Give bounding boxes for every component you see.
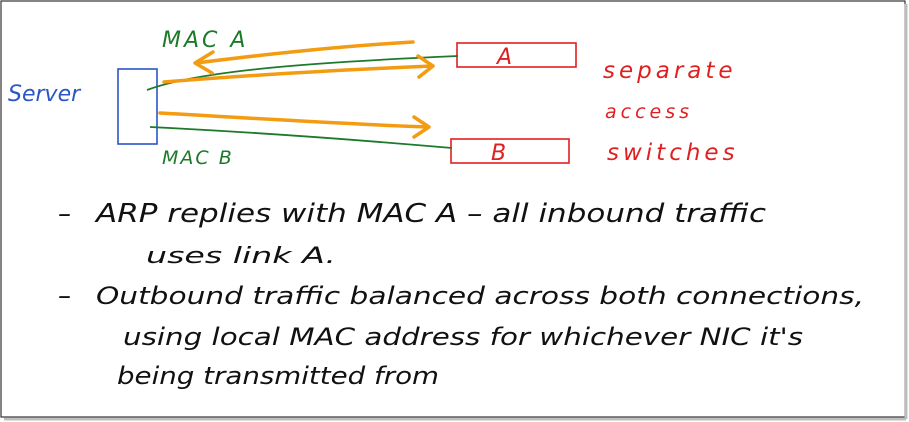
bullet-1-dash: – xyxy=(58,199,71,229)
switch-a-box xyxy=(456,42,577,68)
bullet-2-dash: – xyxy=(58,281,71,311)
switch-b-label: B xyxy=(491,141,506,166)
bullet-2-line-3: being transmitted from xyxy=(117,362,439,390)
outbound-arrowhead-b xyxy=(412,115,431,139)
mac-b-link-line xyxy=(149,126,453,149)
outbound-traffic-arrow-b xyxy=(158,111,430,129)
switches-note-line-3: switches xyxy=(607,140,739,166)
mac-b-label: MAC B xyxy=(162,147,234,169)
bullet-1-line-1: ARP replies with MAC A – all inbound tra… xyxy=(94,199,766,229)
inbound-arrowhead xyxy=(193,50,215,75)
switch-b-box xyxy=(450,138,570,164)
bullet-1-line-2: uses link A. xyxy=(146,244,336,269)
outbound-arrowhead-a xyxy=(416,54,435,79)
server-label: Server xyxy=(8,82,82,107)
switch-a-label: A xyxy=(495,45,512,70)
switches-note-line-1: separate xyxy=(603,58,737,84)
switches-note-line-2: access xyxy=(605,101,693,123)
outbound-traffic-arrow-a xyxy=(162,64,434,84)
bullet-2-line-2: using local MAC address for whichever NI… xyxy=(123,323,803,351)
server-box xyxy=(117,68,158,145)
mac-a-label: MAC A xyxy=(162,28,248,53)
bullet-2-line-1: Outbound traffic balanced across both co… xyxy=(96,282,864,310)
inbound-traffic-arrow xyxy=(194,40,415,65)
